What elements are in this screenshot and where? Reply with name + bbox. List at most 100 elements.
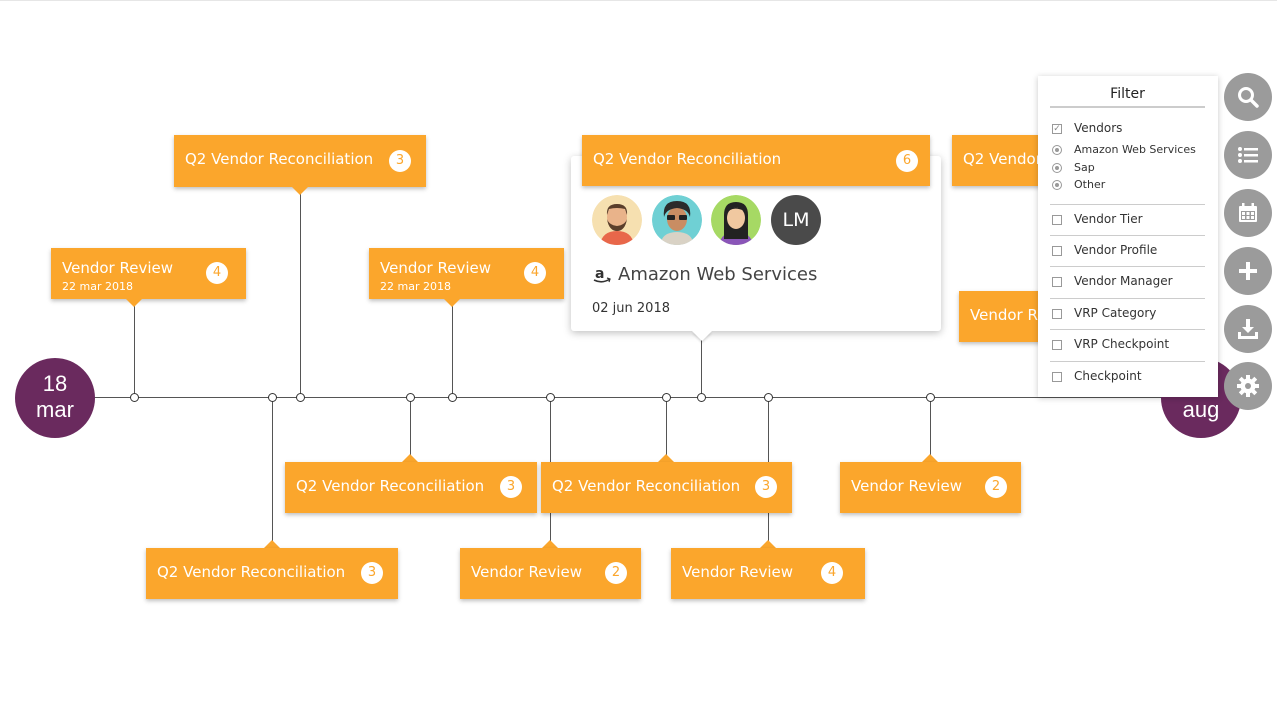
card-pointer xyxy=(264,540,280,548)
event-title: Q2 Vendor Reconciliation xyxy=(157,563,346,581)
card-pointer xyxy=(292,187,308,195)
event-card-selected[interactable]: Q2 Vendor Reconciliation 6 xyxy=(582,135,930,186)
filter-vendors-checkbox[interactable]: ✓Vendors xyxy=(1052,121,1122,135)
filter-label: Vendor Manager xyxy=(1074,274,1173,288)
event-card[interactable]: Q2 Vendor Reconciliation 3 xyxy=(285,462,537,513)
card-pointer xyxy=(126,299,142,307)
card-pointer xyxy=(402,454,418,462)
card-pointer xyxy=(542,540,558,548)
timeline-dot[interactable] xyxy=(268,393,277,402)
filter-option-label: Amazon Web Services xyxy=(1074,143,1196,156)
start-date-marker: 18 mar xyxy=(15,358,95,438)
calendar-button[interactable] xyxy=(1224,189,1272,237)
avatar-initials[interactable]: LM xyxy=(771,195,821,245)
timeline-dot[interactable] xyxy=(296,393,305,402)
add-button[interactable] xyxy=(1224,247,1272,295)
search-button[interactable] xyxy=(1224,73,1272,121)
filter-checkbox[interactable]: Vendor Tier xyxy=(1052,212,1143,226)
divider xyxy=(1050,298,1205,299)
filter-checkbox[interactable]: VRP Checkpoint xyxy=(1052,337,1169,351)
filter-option-label: Other xyxy=(1074,178,1106,191)
filter-checkbox[interactable]: Vendor Manager xyxy=(1052,274,1173,288)
event-count-badge: 3 xyxy=(361,562,383,584)
event-title: Vendor Review xyxy=(380,259,491,277)
checkbox-icon xyxy=(1052,245,1062,256)
filter-checkbox[interactable]: VRP Category xyxy=(1052,306,1156,320)
search-icon xyxy=(1238,87,1259,108)
event-count-badge: 2 xyxy=(985,476,1007,498)
filter-vendor-option[interactable]: Amazon Web Services xyxy=(1052,143,1196,156)
divider xyxy=(1050,329,1205,330)
avatar[interactable] xyxy=(711,195,761,245)
filter-label: Vendor Profile xyxy=(1074,243,1158,257)
download-button[interactable] xyxy=(1224,305,1272,353)
radio-icon xyxy=(1052,145,1062,155)
filter-vendor-option[interactable]: Sap xyxy=(1052,161,1095,174)
filter-panel: Filter ✓Vendors Amazon Web Services Sap … xyxy=(1038,76,1218,397)
timeline-dot[interactable] xyxy=(926,393,935,402)
settings-button[interactable] xyxy=(1224,362,1272,410)
filter-title: Filter xyxy=(1050,86,1205,108)
connector xyxy=(410,397,411,461)
event-card[interactable]: Q2 Vendor Reconciliation 3 xyxy=(146,548,398,599)
avatar[interactable] xyxy=(652,195,702,245)
list-view-button[interactable] xyxy=(1224,131,1272,179)
event-count-badge: 2 xyxy=(605,562,627,584)
filter-vendor-option[interactable]: Other xyxy=(1052,178,1105,191)
event-title: Vendor Review xyxy=(851,477,962,495)
svg-text:a: a xyxy=(595,266,604,282)
event-card[interactable]: Vendor Review 2 xyxy=(460,548,641,599)
divider xyxy=(1050,204,1205,205)
event-card[interactable]: Vendor Review 22 mar 2018 4 xyxy=(369,248,564,299)
timeline-dot[interactable] xyxy=(546,393,555,402)
event-card[interactable]: Vendor Review 2 xyxy=(840,462,1021,513)
connector xyxy=(272,397,273,547)
popup-pointer xyxy=(692,331,712,341)
event-date: 22 mar 2018 xyxy=(62,280,133,293)
event-count-badge: 4 xyxy=(821,562,843,584)
event-title: Vendor Review xyxy=(471,563,582,581)
calendar-icon xyxy=(1239,203,1257,222)
event-card[interactable]: Q2 Vendor Reconciliation 3 xyxy=(541,462,792,513)
event-count-badge: 6 xyxy=(896,150,918,172)
timeline-dot[interactable] xyxy=(662,393,671,402)
divider xyxy=(1050,266,1205,267)
checkbox-icon xyxy=(1052,276,1062,287)
event-card[interactable]: Vendor Review 4 xyxy=(671,548,865,599)
event-title: Q2 Vendor Reconciliation xyxy=(593,150,782,168)
radio-icon xyxy=(1052,163,1062,173)
filter-checkbox[interactable]: Vendor Profile xyxy=(1052,243,1157,257)
start-date-month: mar xyxy=(36,397,74,422)
timeline-axis xyxy=(55,397,1215,398)
event-count-badge: 4 xyxy=(524,262,546,284)
event-title: Q2 Vendor Reconciliation xyxy=(552,477,741,495)
checkbox-icon xyxy=(1052,308,1062,319)
event-date: 02 jun 2018 xyxy=(592,301,670,316)
event-title: Vendor Review xyxy=(682,563,793,581)
checkbox-icon xyxy=(1052,371,1062,382)
avatar[interactable] xyxy=(592,195,642,245)
timeline-dot[interactable] xyxy=(406,393,415,402)
event-card[interactable]: Q2 Vendor Reconciliation 3 xyxy=(174,135,426,187)
event-title: Q2 Vendor Reconciliation xyxy=(296,477,485,495)
checkbox-icon xyxy=(1052,214,1062,225)
event-card[interactable]: Vendor Review 22 mar 2018 4 xyxy=(51,248,246,299)
event-date: 22 mar 2018 xyxy=(380,280,451,293)
timeline-dot[interactable] xyxy=(130,393,139,402)
filter-label: VRP Checkpoint xyxy=(1074,337,1170,351)
timeline-dot[interactable] xyxy=(448,393,457,402)
filter-checkbox[interactable]: Checkpoint xyxy=(1052,369,1142,383)
timeline-dot[interactable] xyxy=(697,393,706,402)
vendor-name: Amazon Web Services xyxy=(618,264,818,285)
checkbox-icon xyxy=(1052,339,1062,350)
download-icon xyxy=(1238,319,1258,339)
connector xyxy=(300,187,301,397)
filter-option-label: Sap xyxy=(1074,161,1095,174)
connector xyxy=(452,301,453,397)
timeline-dot[interactable] xyxy=(764,393,773,402)
card-pointer xyxy=(760,540,776,548)
connector xyxy=(930,397,931,461)
connector xyxy=(134,301,135,397)
plus-icon xyxy=(1239,262,1257,280)
